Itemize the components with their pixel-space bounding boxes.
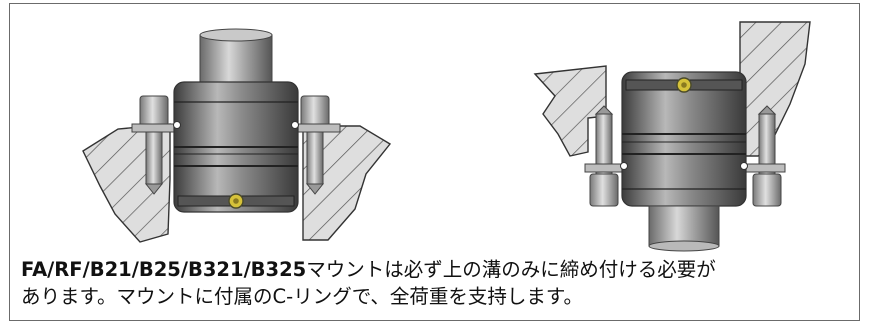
right-bolt-2 — [752, 105, 782, 207]
left-plate-right — [302, 125, 392, 241]
right-bolt-1 — [589, 105, 619, 207]
caption-line-1: FA/RF/B21/B25/B321/B325マウントは必ず上の溝のみに締め付け… — [21, 256, 851, 283]
left-assembly — [82, 28, 392, 243]
figure-frame: FA/RF/B21/B25/B321/B325マウントは必ず上の溝のみに締め付け… — [9, 3, 860, 321]
caption-line-2: あります。マウントに付属のC-リングで、全荷重を支持します。 — [21, 285, 583, 308]
left-shaft — [199, 34, 273, 84]
left-flange-left — [131, 123, 178, 133]
caption-text-1: マウントは必ず上の溝のみに締め付ける必要が — [306, 258, 716, 281]
model-names: FA/RF/B21/B25/B321/B325 — [21, 258, 307, 281]
left-flange-right — [294, 123, 341, 133]
mounting-diagram — [82, 21, 811, 252]
right-assembly — [533, 21, 811, 252]
left-bolt-2 — [300, 95, 330, 195]
right-wall-left — [533, 65, 607, 157]
caption: FA/RF/B21/B25/B321/B325マウントは必ず上の溝のみに締め付け… — [21, 256, 851, 310]
right-shaft — [648, 205, 720, 247]
